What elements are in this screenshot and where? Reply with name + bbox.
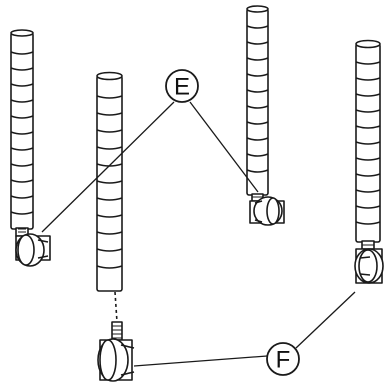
callout-f-label: F: [276, 347, 291, 374]
post-left-back: [10, 29, 34, 230]
caster-right-back: [249, 193, 285, 226]
caster-right-front: [354, 240, 384, 284]
post-right-back: [246, 5, 269, 196]
callout-f-circle: [266, 342, 300, 376]
callout-f: [133, 291, 356, 376]
alignment-guide: [114, 291, 118, 323]
caster-left-front: [97, 321, 135, 382]
callout-e-label: E: [174, 74, 190, 101]
caster-left-back: [15, 227, 51, 267]
leader-line-e-left: [41, 101, 175, 233]
post-left-front: [96, 71, 123, 292]
post-right-front: [355, 39, 381, 243]
callout-e-circle: [165, 69, 199, 103]
leader-line-f-right: [295, 291, 356, 349]
leader-line-f-left: [133, 355, 268, 367]
callout-e: [41, 69, 259, 233]
leader-line-e-right: [189, 101, 259, 193]
